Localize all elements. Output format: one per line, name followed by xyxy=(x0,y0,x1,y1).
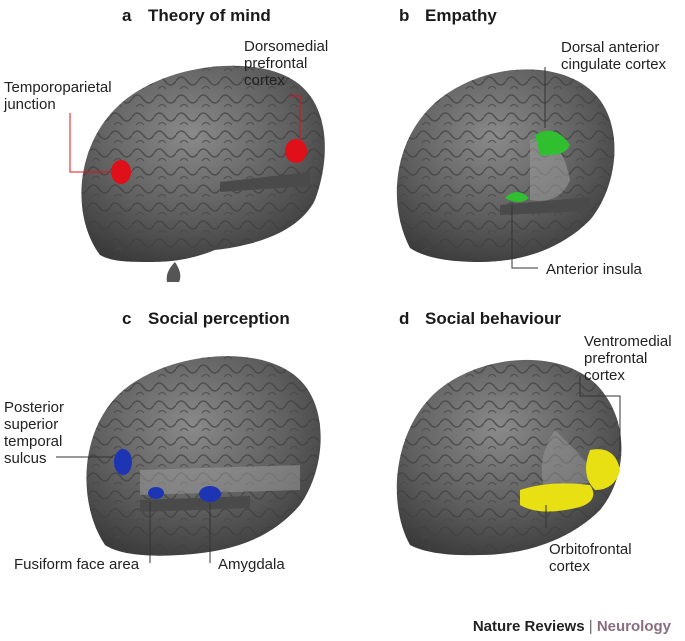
posterior-superior-temporal-sulcus-region xyxy=(114,449,132,475)
panel-a-heading: Theory of mind xyxy=(148,6,271,25)
ventromedial-prefrontal-region xyxy=(586,449,620,490)
credit-separator: | xyxy=(588,618,593,635)
panel-d-title: d Social behaviour xyxy=(399,309,561,329)
brain-d xyxy=(396,359,622,556)
temporoparietal-junction-region xyxy=(111,160,131,184)
label-anterior-insula: Anterior insula xyxy=(546,261,642,278)
panel-c-heading: Social perception xyxy=(148,309,290,328)
publisher-name: Nature Reviews xyxy=(472,618,585,635)
panel-a-letter: a xyxy=(122,6,132,25)
amygdala-region xyxy=(199,486,221,502)
label-dorsal-anterior-cingulate-cortex: Dorsal anterior cingulate cortex xyxy=(561,39,667,73)
panel-d-heading: Social behaviour xyxy=(425,309,562,328)
label-posterior-superior-temporal-sulcus: Posterior superior temporal sulcus xyxy=(4,399,65,467)
fusiform-face-area-region xyxy=(148,487,164,499)
journal-name: Neurology xyxy=(596,618,671,635)
panel-b-letter: b xyxy=(399,6,410,25)
panel-c-letter: c xyxy=(122,309,132,328)
label-orbitofrontal-cortex: Orbitofrontal cortex xyxy=(549,541,632,575)
label-dorsomedial-prefrontal-cortex: Dorsomedial prefrontal cortex xyxy=(244,38,329,89)
label-amygdala: Amygdala xyxy=(218,556,285,573)
label-temporoparietal-junction: Temporoparietal junction xyxy=(4,79,112,113)
panel-d-letter: d xyxy=(399,309,410,328)
panel-b-heading: Empathy xyxy=(425,6,497,25)
panel-c-title: c Social perception xyxy=(122,309,290,329)
label-ventromedial-prefrontal-cortex: Ventromedial prefrontal cortex xyxy=(584,333,672,384)
label-fusiform-face-area: Fusiform face area xyxy=(14,556,140,573)
orbitofrontal-region xyxy=(520,483,594,512)
brain-c xyxy=(56,356,321,563)
credit-line: Nature Reviews | Neurology xyxy=(473,618,671,635)
panel-a-title: a Theory of mind xyxy=(122,6,271,26)
panel-b-title: b Empathy xyxy=(399,6,497,26)
brain-b xyxy=(396,67,615,269)
anterior-insula-region xyxy=(505,192,529,202)
dorsomedial-prefrontal-region xyxy=(285,139,307,163)
brain-a xyxy=(69,65,325,282)
dorsal-anterior-cingulate-region xyxy=(535,130,570,156)
